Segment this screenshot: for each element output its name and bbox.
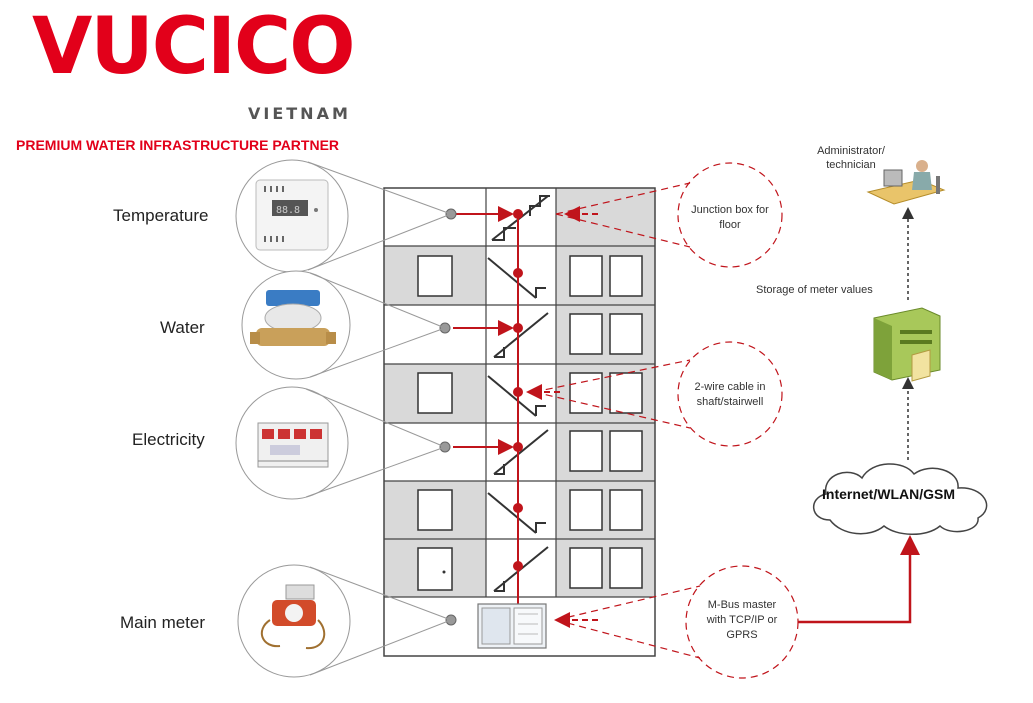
- bus-wire: [453, 206, 523, 605]
- logo-subtitle: VIETNAM: [248, 104, 351, 123]
- building: [383, 187, 656, 657]
- tagline: PREMIUM WATER INFRASTRUCTURE PARTNER: [16, 137, 340, 153]
- logo: VUCICO: [32, 2, 356, 92]
- junction-box-callout: Junction box for floor: [691, 204, 769, 231]
- temperature-label: Temperature: [113, 206, 209, 225]
- server-icon: [873, 307, 941, 382]
- storage-label: Storage of meter values: [756, 284, 873, 296]
- main-meter-icon: [260, 584, 326, 650]
- cloud-label: Internet/WLAN/GSM: [822, 486, 955, 502]
- water-label: Water: [160, 318, 205, 337]
- administrator-icon: [866, 160, 946, 205]
- electricity-meter-icon: [257, 422, 329, 468]
- water-meter-icon: [250, 290, 336, 346]
- electricity-label: Electricity: [132, 430, 205, 449]
- cloud-icon: [813, 463, 988, 535]
- main-meter-label: Main meter: [120, 613, 206, 632]
- thermostat-icon: 88.8: [255, 179, 329, 251]
- cable-callout: 2-wire cable in shaft/stairwell: [694, 381, 766, 408]
- administrator-label: Administrator/ technician: [817, 145, 885, 172]
- svg-text:88.8: 88.8: [276, 205, 300, 216]
- mbus-master-box: [477, 603, 547, 649]
- callout-bubbles: [533, 162, 799, 679]
- mbus-master-callout: M-Bus master with TCP/IP or GPRS: [706, 599, 778, 641]
